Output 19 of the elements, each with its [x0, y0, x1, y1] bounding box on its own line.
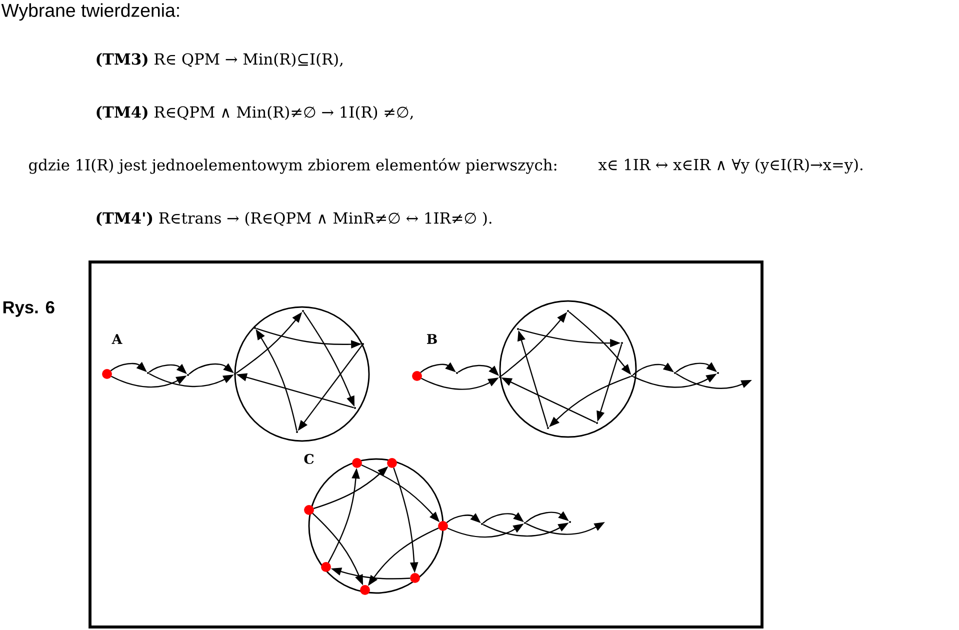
graph-label: A	[112, 334, 122, 344]
vertex-dot	[321, 562, 331, 572]
vertex-dot	[352, 458, 362, 468]
title: Wybrane twierdzenia:	[1, 3, 179, 21]
vertex-dot	[360, 585, 370, 595]
graph-label: B	[427, 334, 437, 344]
figure-caption: Rys. 6	[3, 301, 54, 317]
definition-text: gdzie 1I(R) jest jednoelementowym zbiorem elementów pierwszych:	[29, 158, 556, 174]
vertex-dot	[304, 505, 314, 515]
vertex-dot	[102, 369, 112, 379]
theorem-line: (TM4) R∈QPM ∧ Min(R)≠∅ → 1I(R) ≠∅,	[96, 106, 413, 120]
vertex-dot	[412, 371, 422, 381]
vertex-dot	[438, 521, 448, 531]
vertex-dot	[387, 458, 397, 468]
graph-label: C	[304, 454, 314, 464]
definition-formula: x∈ 1IR ↔ x∈IR ∧ ∀y (y∈I(R)→x=y).	[598, 158, 862, 174]
theorem-line: (TM3) R∈ QPM → Min(R)⊆I(R),	[96, 52, 342, 68]
vertex-dot	[410, 573, 420, 583]
theorem-line: (TM4') R∈trans → (R∈QPM ∧ MinR≠∅ ↔ 1IR≠∅ ).	[96, 212, 492, 226]
